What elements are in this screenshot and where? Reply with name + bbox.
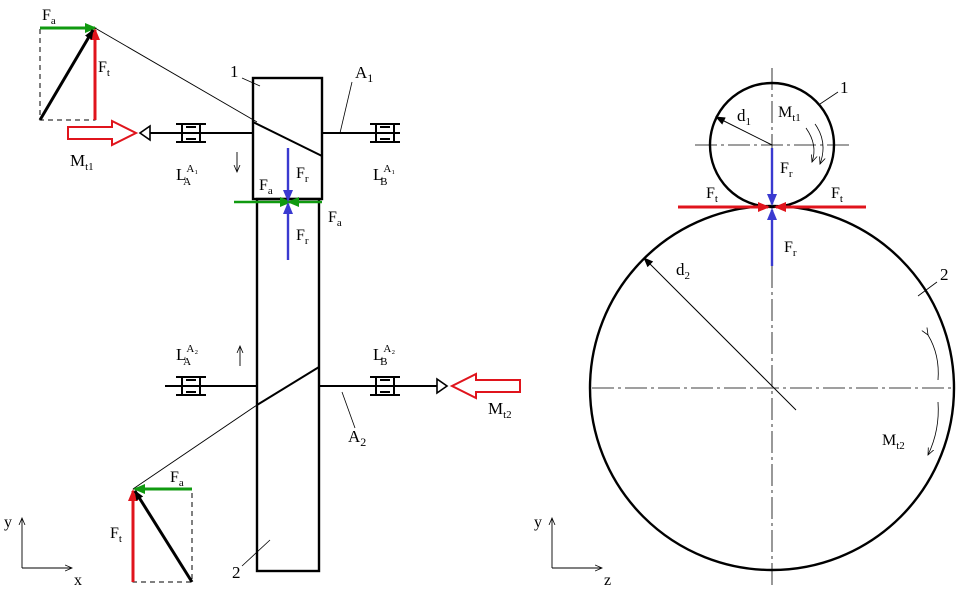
construction-line-top <box>94 27 258 123</box>
fa-label-bottom: Fa <box>170 469 184 489</box>
d1-radius <box>715 116 773 146</box>
mt1-label: Mt1 <box>70 151 94 173</box>
shaft-2-end-triangle <box>436 377 449 395</box>
gear-1-label-front: 1 <box>840 78 849 97</box>
gear-1-leader <box>241 77 261 87</box>
mt1-arrow <box>67 119 139 147</box>
d2-radius <box>643 257 797 411</box>
resultant-vector <box>38 29 95 121</box>
shaft-1-end-triangle <box>138 124 151 142</box>
side-view: Fa Ft 1 A1 <box>4 7 521 589</box>
fr-label-upper: Fr <box>780 160 793 180</box>
a2-leader <box>341 391 356 429</box>
fa-mesh-label-2: Fa <box>328 209 342 229</box>
mt1-rotation-arc-2 <box>814 123 823 164</box>
bearing-a-1 <box>176 123 206 143</box>
bearing-b-2 <box>370 376 400 396</box>
a1-leader <box>339 81 353 134</box>
force-triangle-bottom: Fa Ft <box>110 469 194 583</box>
a2-label: A2 <box>348 427 366 449</box>
a1-label: A1 <box>355 63 373 85</box>
axes-yz: y z <box>534 514 611 589</box>
construction-line-bottom <box>132 404 258 490</box>
d2-label: d2 <box>676 260 690 282</box>
fr-label-lower: Fr <box>784 239 797 259</box>
mt2-label: Mt2 <box>488 399 512 421</box>
mt2-rotation-arc-lower <box>928 401 939 455</box>
bearing-b-1 <box>370 123 400 143</box>
mt2-rotation-arc-upper <box>928 335 939 381</box>
axis-y-label: y <box>4 514 12 531</box>
gear-1-helix <box>252 121 323 157</box>
gear-2-circle <box>588 204 956 572</box>
force-triangle-top: Fa Ft <box>38 7 110 121</box>
ft-label-left: Ft <box>706 185 718 205</box>
axis-y-label-right: y <box>534 514 542 531</box>
gear-2-helix <box>256 366 320 406</box>
ft-label-right: Ft <box>831 185 843 205</box>
mt2-label-front: Mt2 <box>882 432 905 452</box>
fr-mesh-label-1: Fr <box>296 165 309 185</box>
gear-2-leader <box>241 539 271 567</box>
gear-1-leader-front <box>819 91 839 105</box>
axis-x-label: x <box>74 572 82 589</box>
axes-yx: y x <box>4 514 82 589</box>
d1-label: d1 <box>737 106 751 128</box>
ft-label-top: Ft <box>98 59 110 79</box>
fa-label-top: Fa <box>42 7 56 27</box>
gear-2-label-front: 2 <box>940 265 949 284</box>
gear-2-label: 2 <box>232 563 241 582</box>
bearing-a-2 <box>176 376 206 396</box>
mt1-rotation-arc-1 <box>805 127 814 162</box>
axis-z-label: z <box>604 572 611 589</box>
resultant-vector-bottom <box>133 490 194 583</box>
mt2-arrow <box>449 372 521 400</box>
fr-mesh-label-2: Fr <box>296 227 309 247</box>
mt1-label-front: Mt1 <box>778 104 801 124</box>
front-view: d1 d2 1 2 Mt1 Mt2 Ft Ft Fr Fr y z <box>534 68 956 589</box>
fa-mesh-label-1: Fa <box>259 177 273 197</box>
ft-label-bottom: Ft <box>110 525 122 545</box>
gear-1-label: 1 <box>230 62 239 81</box>
gear-2-leader-front <box>917 281 938 297</box>
